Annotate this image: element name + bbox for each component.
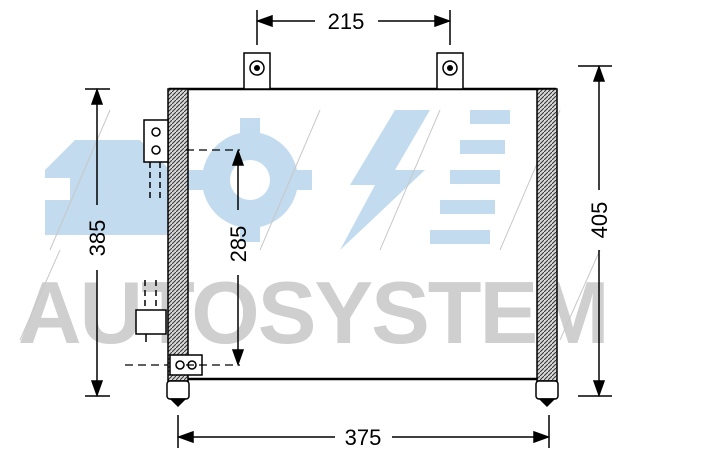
coil-icon (430, 110, 510, 244)
dimension-right-height (578, 64, 612, 398)
bottom-foot-right (535, 380, 559, 408)
dimension-label-375: 375 (345, 425, 382, 450)
upper-pipe-fitting (143, 119, 169, 200)
watermark-logo-group (40, 110, 510, 250)
dimension-label-285: 285 (226, 226, 251, 263)
lightning-icon (340, 110, 430, 250)
car-icon (40, 140, 175, 235)
top-bracket-left (243, 52, 271, 90)
watermark-text: AUTOSYSTEM (18, 263, 608, 362)
dimension-label-215: 215 (328, 9, 365, 34)
gear-icon (188, 118, 312, 242)
lower-pipe-fitting (135, 280, 167, 342)
top-bracket-right (436, 52, 464, 90)
right-tank (536, 88, 558, 382)
dimension-label-385: 385 (85, 220, 110, 257)
dimension-bottom-width (176, 415, 551, 448)
left-tank (167, 88, 189, 382)
dimension-core-height (231, 148, 245, 367)
dimension-left-height (85, 87, 110, 398)
dimension-label-405: 405 (587, 202, 612, 239)
dimension-top-bracket-spacing (255, 10, 452, 45)
center-lines (125, 149, 240, 366)
watermark-diagonals (19, 109, 601, 341)
bottom-foot-left (166, 380, 190, 408)
